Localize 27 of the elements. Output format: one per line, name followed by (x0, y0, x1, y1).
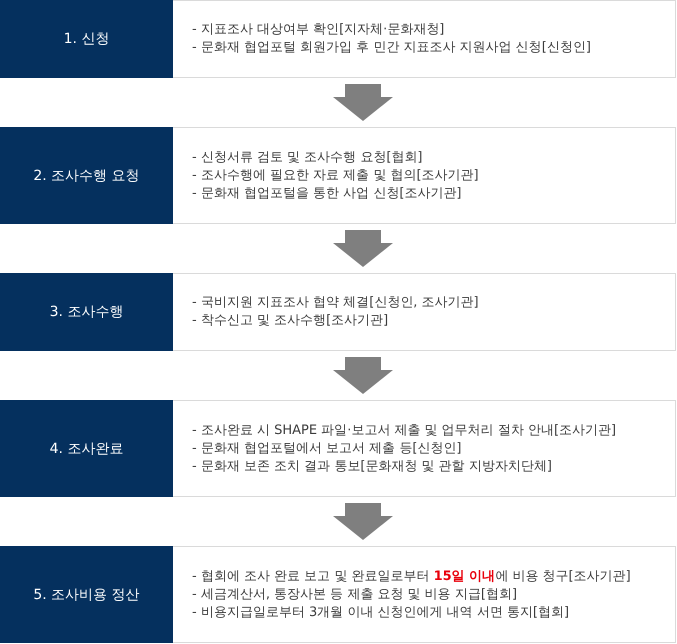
step-detail: - 문화재 협업포털 회원가입 후 민간 지표조사 지원사업 신청[신청인] (192, 39, 591, 57)
step-box (0, 127, 676, 224)
step-detail: - 문화재 협업포털을 통한 사업 신청[조사기관] (192, 184, 462, 202)
step-detail: - 국비지원 지표조사 협약 체결[신청인, 조사기관] (192, 294, 479, 312)
flow-arrow (333, 503, 393, 540)
flow-arrow (333, 84, 393, 121)
flow-arrow (333, 230, 393, 267)
step-detail: - 지표조사 대상여부 확인[지자체·문화재청] (192, 21, 444, 39)
step-box (0, 546, 676, 643)
step-detail: - 문화재 보존 조치 결과 통보[문화재청 및 관할 지방자치단체] (192, 458, 552, 476)
step-title: 2. 조사수행 요청 (0, 127, 173, 224)
step-title: 5. 조사비용 정산 (0, 546, 173, 643)
step-box (0, 400, 676, 497)
step-box (0, 273, 676, 351)
step-title: 1. 신청 (0, 0, 173, 78)
step-detail: - 문화재 협업포털에서 보고서 제출 등[신청인] (192, 440, 462, 458)
step-detail: - 세금계산서, 통장사본 등 제출 요청 및 비용 지급[협회] (192, 586, 518, 604)
step-box (0, 0, 676, 78)
step-detail: - 착수신고 및 조사수행[조사기관] (192, 312, 388, 330)
step-detail: - 비용지급일로부터 3개월 이내 신청인에게 내역 서면 통지[협회] (192, 604, 570, 622)
step-detail: - 협회에 조사 완료 보고 및 완료일로부터 15일 이내에 비용 청구[조사기관] (192, 568, 631, 586)
step-title: 3. 조사수행 (0, 273, 173, 351)
step-detail: - 조사완료 시 SHAPE 파일·보고서 제출 및 업무처리 절차 안내[조사기관] (192, 422, 616, 440)
step-title: 4. 조사완료 (0, 400, 173, 497)
step-detail: - 신청서류 검토 및 조사수행 요청[협회] (192, 148, 422, 166)
flow-arrow (333, 357, 393, 394)
step-detail: - 조사수행에 필요한 자료 제출 및 협의[조사기관] (192, 166, 479, 184)
